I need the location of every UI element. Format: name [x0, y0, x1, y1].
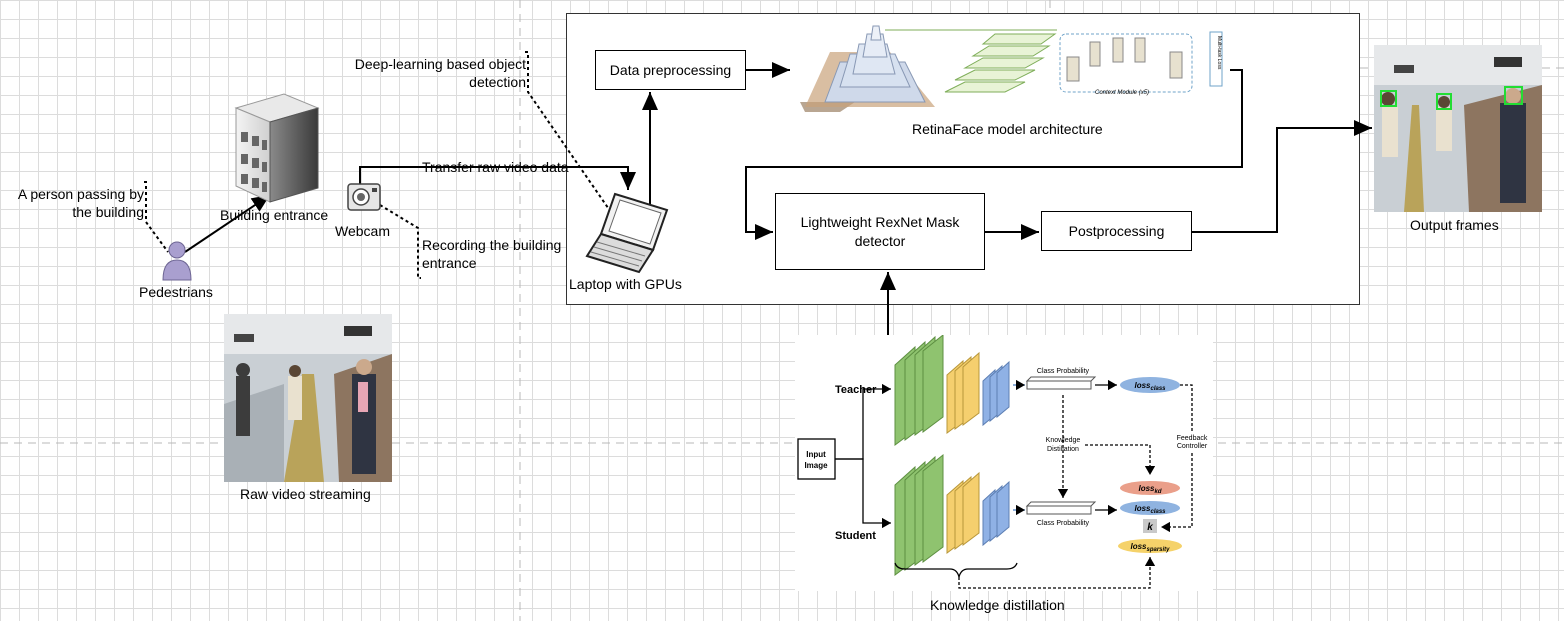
context-module-label: Context Module (x5)	[1095, 90, 1149, 96]
loss-class-top	[1120, 377, 1180, 393]
output-frames-image	[1374, 45, 1542, 212]
building-entrance-label: Building entrance	[220, 207, 329, 223]
laptop-label: Laptop with GPUs	[569, 276, 682, 292]
teacher-network	[894, 333, 1010, 446]
loss-kd	[1120, 481, 1180, 495]
pedestrians-label: Pedestrians	[139, 284, 213, 300]
rexnet-label-line2: detector	[854, 232, 906, 249]
feedback-label-2: Controller	[1177, 443, 1208, 450]
input-label-2: Image	[804, 461, 828, 470]
callout-deep-learning	[525, 51, 616, 219]
class-prob-bottom: Class Probability	[1037, 520, 1090, 527]
recording-label: Recording the building entrance	[422, 237, 562, 271]
data-preprocessing-label: Data preprocessing	[609, 61, 732, 78]
building-icon	[234, 93, 320, 203]
svg-text:losssparsity: losssparsity	[1130, 542, 1170, 553]
loss-class-bottom	[1120, 501, 1180, 515]
webcam-icon	[347, 183, 381, 211]
svg-text:k: k	[1147, 522, 1153, 533]
svg-text:lossclass: lossclass	[1134, 381, 1166, 392]
deep-learning-label: Deep-learning based object detection	[354, 56, 526, 90]
person-icon	[162, 241, 192, 281]
k-box	[1143, 519, 1157, 533]
raw-video-image	[224, 314, 392, 482]
feedback-label-1: Feedback	[1177, 435, 1208, 442]
raw-video-label: Raw video streaming	[240, 486, 371, 502]
retinaface-architecture-image: Context Module (x5) Multi-task Loss	[800, 25, 1223, 112]
arrow-pedestrian-to-building	[184, 194, 271, 253]
teacher-label: Teacher	[835, 384, 877, 396]
webcam-label: Webcam	[335, 223, 390, 239]
student-network	[894, 453, 1010, 576]
kd-label-2: Distillation	[1047, 446, 1079, 453]
knowledge-distillation-figure: Input Image Teacher Student Class Probab…	[795, 333, 1213, 591]
arrow-retina-to-rexnet	[745, 69, 1243, 240]
arrow-post-to-output	[1192, 120, 1372, 233]
postprocessing-box: Postprocessing	[1041, 211, 1192, 251]
data-preprocessing-box: Data preprocessing	[595, 50, 746, 90]
transfer-label: Transfer raw video data	[422, 159, 569, 175]
student-label: Student	[835, 530, 876, 542]
person-passing-label: A person passing by the building	[17, 186, 144, 220]
rexnet-label-line1: Lightweight RexNet Mask	[800, 213, 960, 230]
rexnet-detector-box: Lightweight RexNet Mask detector	[775, 193, 985, 270]
kd-label-1: Knowledge	[1046, 437, 1081, 444]
callout-person-passing	[144, 181, 169, 253]
multitask-loss-label: Multi-task Loss	[1216, 36, 1222, 70]
postprocessing-label: Postprocessing	[1068, 222, 1165, 239]
knowledge-distillation-label: Knowledge distillation	[930, 597, 1065, 613]
callout-recording	[379, 204, 421, 279]
output-frames-label: Output frames	[1410, 217, 1499, 233]
class-prob-top: Class Probability	[1037, 368, 1090, 375]
svg-text:lossclass: lossclass	[1134, 504, 1166, 515]
input-label-1: Input	[806, 450, 826, 459]
loss-sparsity	[1118, 539, 1182, 553]
arrow-webcam-to-laptop	[359, 166, 636, 190]
svg-text:losskd: losskd	[1138, 484, 1161, 495]
retinaface-label: RetinaFace model architecture	[912, 121, 1103, 137]
laptop-icon	[585, 192, 669, 274]
input-image-box	[797, 438, 836, 480]
